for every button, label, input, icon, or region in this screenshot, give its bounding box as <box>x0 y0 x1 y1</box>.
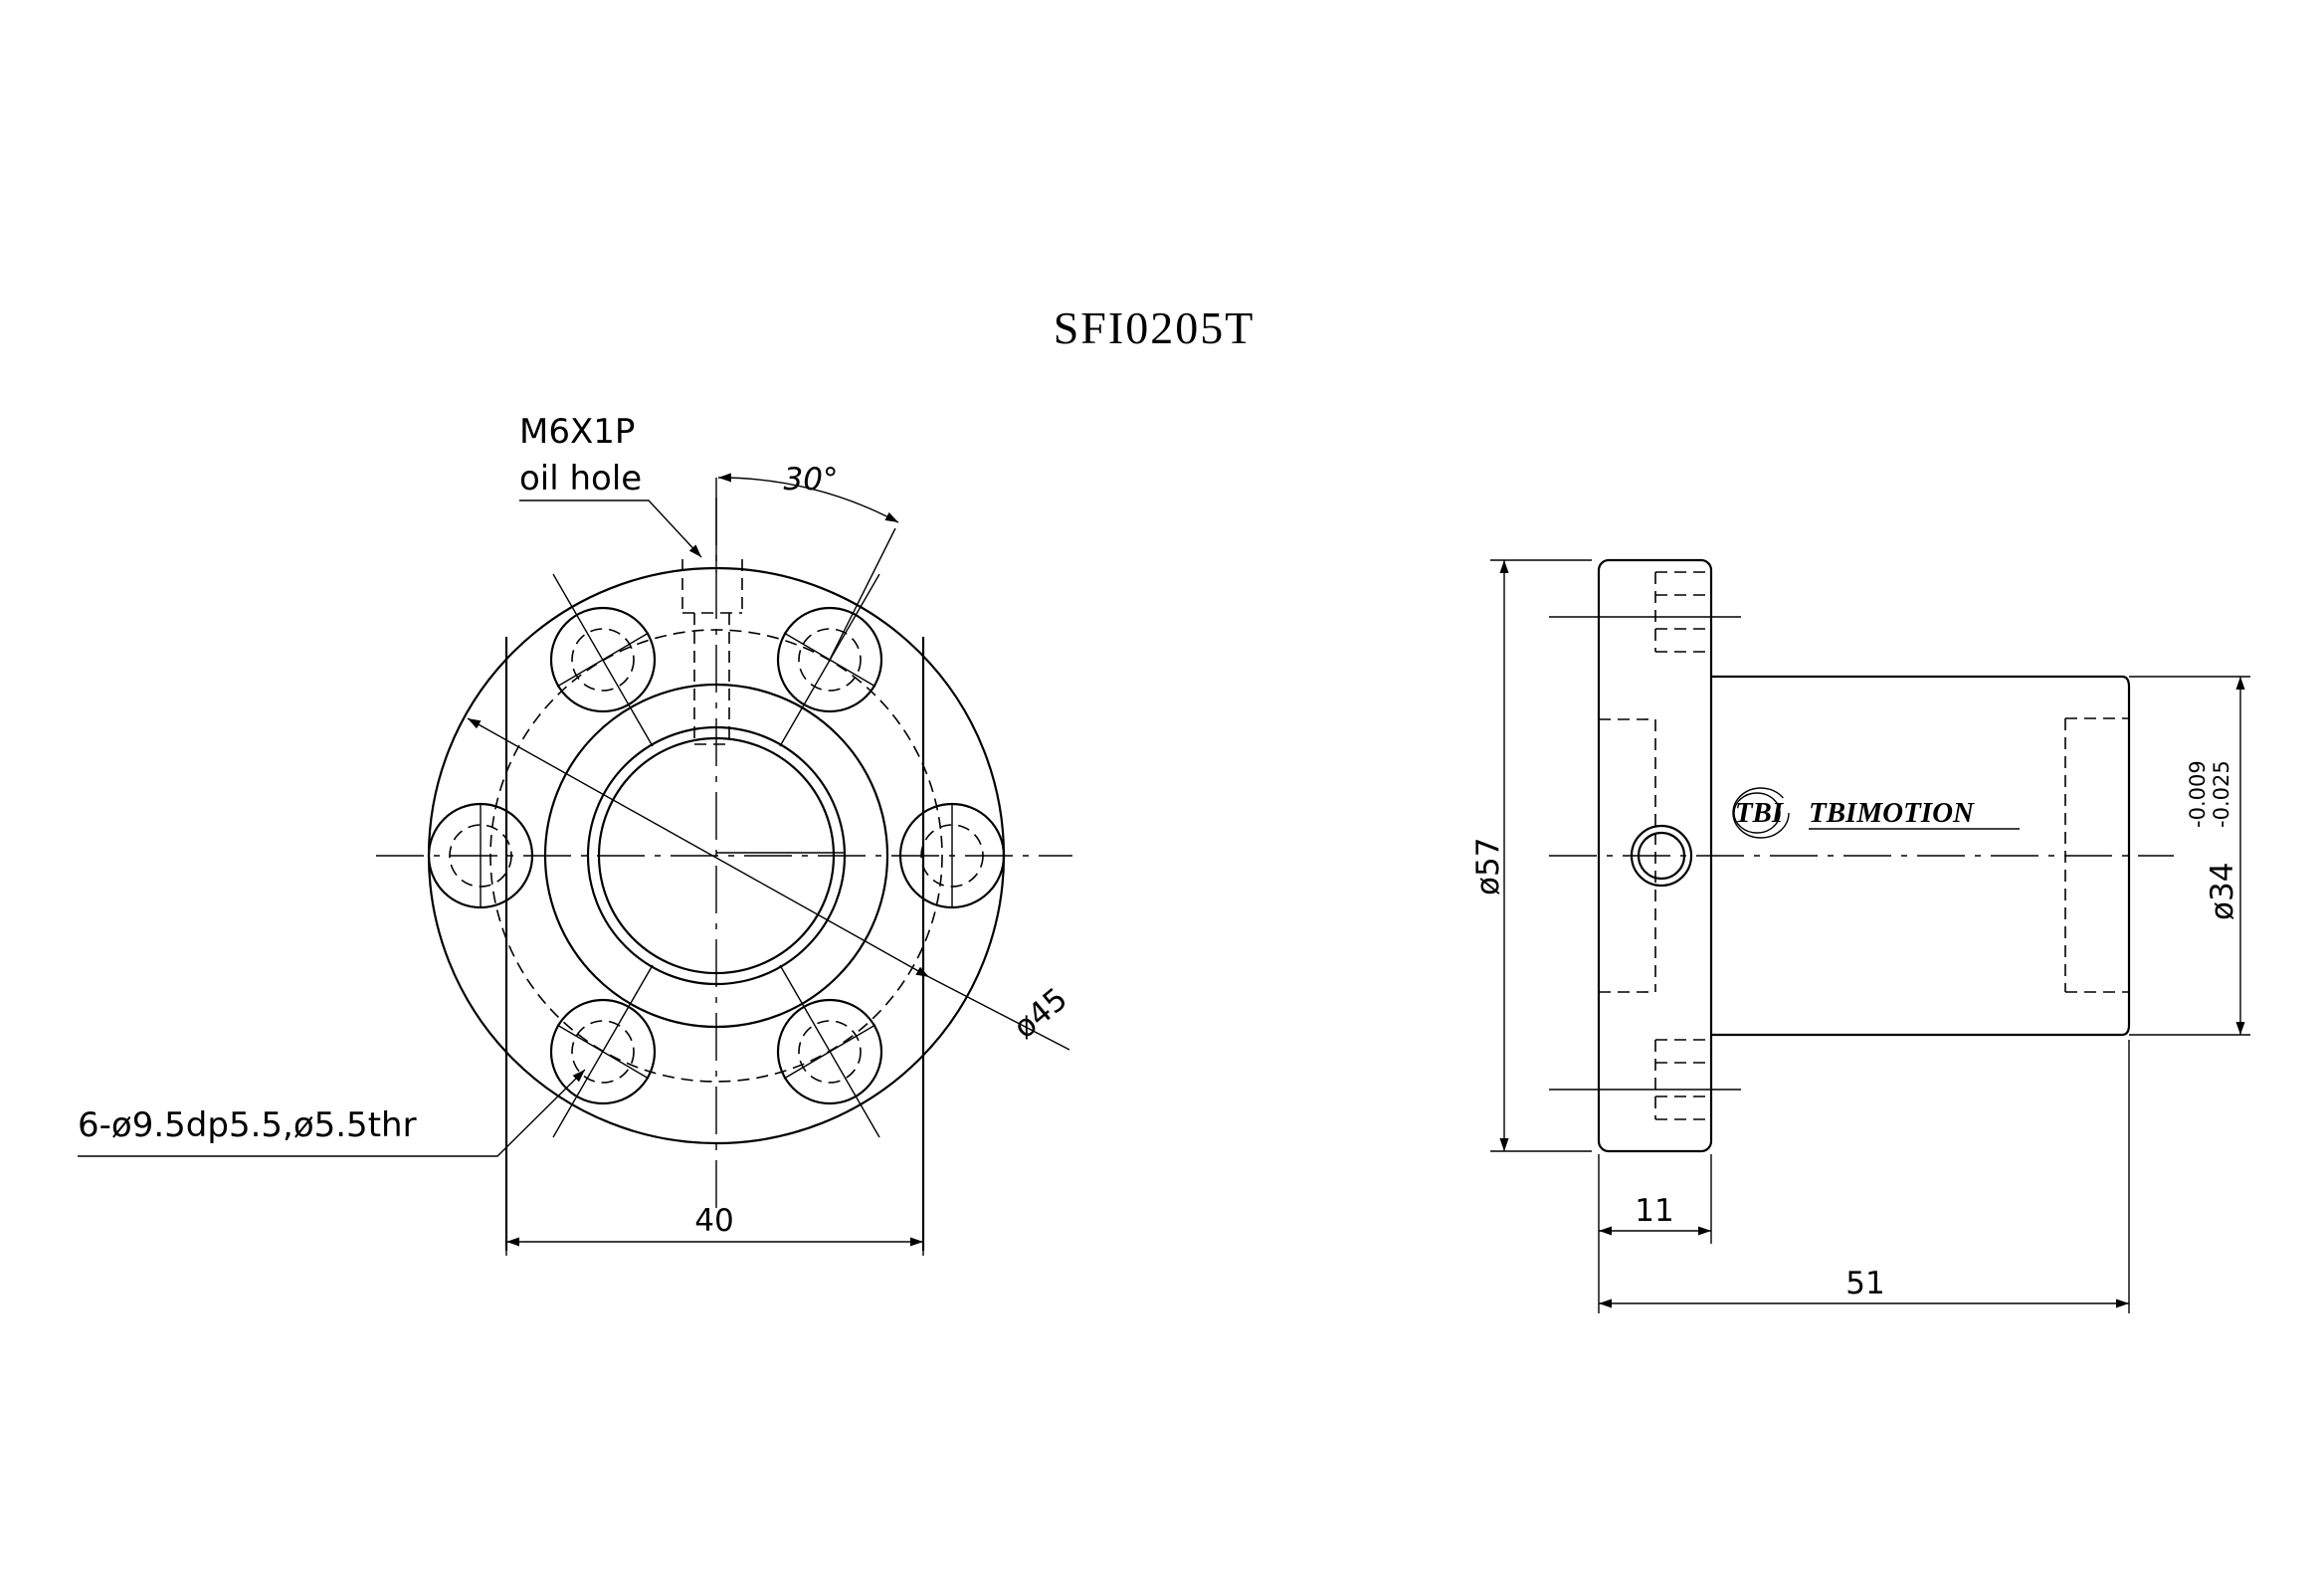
oil-hole <box>681 559 743 745</box>
oil-hole-callout: M6X1P oil hole <box>519 412 702 558</box>
brand-name: TBIMOTION <box>1809 797 1975 829</box>
oil-hole-thread-label: M6X1P <box>519 412 635 452</box>
pcd-label: ø45 <box>1007 981 1074 1046</box>
tbi-logo-text: TBI <box>1735 797 1785 829</box>
mounting-hole-lower-left <box>549 964 657 1138</box>
side-upper-hole <box>1549 571 1741 653</box>
angle-dimension: 30° <box>717 462 899 661</box>
side-oil-hole-outer <box>1630 824 1693 888</box>
oil-hole-type-label: oil hole <box>519 459 642 498</box>
side-lower-hole <box>1549 1039 1741 1120</box>
holes-spec-label: 6-ø9.5dp5.5,ø5.5thr <box>78 1105 417 1145</box>
side-oil-hole-inner <box>1637 831 1686 881</box>
flange-thickness-label: 11 <box>1635 1193 1673 1229</box>
front-view: 30° M6X1P oil hole ø45 6-ø9.5dp5.5,ø5.5t… <box>78 412 1074 1256</box>
side-view: TBI TBIMOTION ø57 ø34 -0.009 -0.025 11 <box>1470 558 2250 1313</box>
body-tol-upper: -0.009 <box>2186 760 2210 828</box>
body-diameter-label: ø34 <box>2205 863 2240 920</box>
angle-label: 30° <box>784 462 839 498</box>
mounting-hole-lower-right <box>776 964 883 1138</box>
nut-body <box>1711 675 2131 1037</box>
mounting-hole-upper-right <box>776 573 883 747</box>
mounting-hole-left <box>427 802 534 909</box>
body-diameter-dimension: ø34 -0.009 -0.025 <box>2129 676 2250 1036</box>
width-dimension: 40 <box>505 1203 924 1256</box>
overall-length-dimension: 51 <box>1599 1040 2130 1313</box>
body-tol-lower: -0.025 <box>2210 760 2233 828</box>
side-nut-recess <box>2064 717 2129 993</box>
drawing-title: SFI0205T <box>1054 302 1256 353</box>
overall-length-label: 51 <box>1845 1266 1884 1301</box>
width-label: 40 <box>694 1203 733 1239</box>
flange-body <box>1597 558 1713 1153</box>
flange-diameter-label: ø57 <box>1470 838 1506 896</box>
holes-callout: 6-ø9.5dp5.5,ø5.5thr <box>78 1069 586 1157</box>
mounting-hole-upper-left <box>549 573 657 747</box>
side-flange-recess <box>1599 718 1656 993</box>
tbi-logo: TBI TBIMOTION <box>1732 787 2020 839</box>
flange-thickness-dimension: 11 <box>1598 1154 1712 1313</box>
pcd-dimension: ø45 <box>467 717 1074 1051</box>
flange-diameter-dimension: ø57 <box>1470 559 1592 1152</box>
